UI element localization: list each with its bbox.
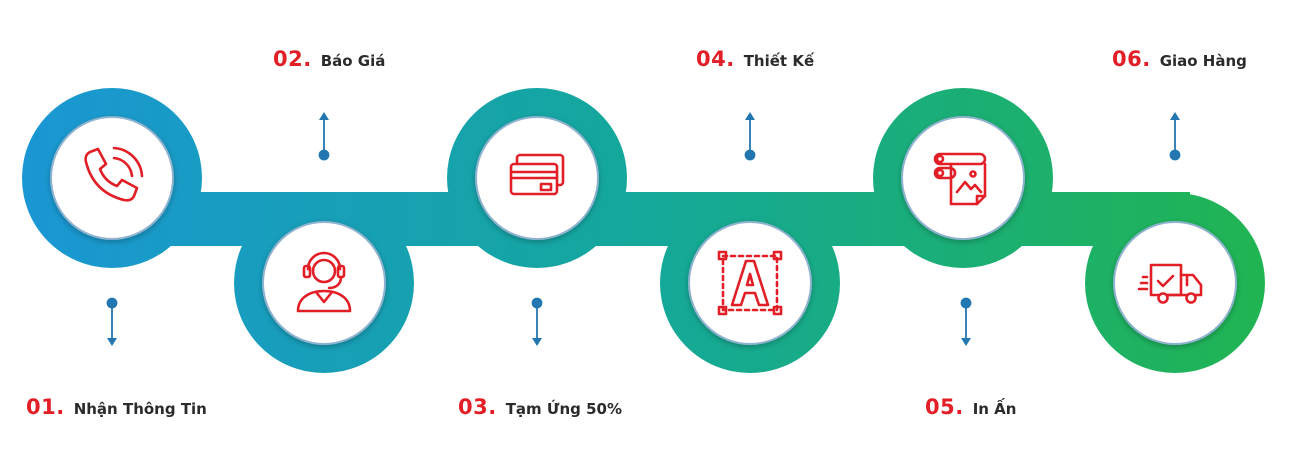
step-number: 03. [458, 395, 497, 419]
step-title: Báo Giá [320, 52, 386, 70]
credit-card-icon [509, 153, 565, 196]
inner-circle-4 [688, 221, 812, 345]
delivery-truck-icon [1137, 263, 1203, 304]
step-label-5: 05. In Ấn [925, 395, 1016, 419]
step-title: Giao Hàng [1159, 52, 1247, 70]
step-number: 02. [273, 47, 312, 71]
step-number: 04. [696, 47, 735, 71]
arrow-up-4 [744, 112, 756, 161]
step-label-1: 01. Nhận Thông Tin [26, 395, 207, 419]
printer-roll-icon [933, 152, 987, 206]
step-title: Thiết Kế [743, 52, 815, 70]
arrow-down-3 [531, 297, 543, 346]
step-title: Nhận Thông Tin [73, 400, 207, 418]
step-number: 01. [26, 395, 65, 419]
chain-band [22, 88, 1265, 373]
headset-agent-icon [296, 251, 352, 313]
arrow-up-2 [318, 112, 330, 161]
step-title: In Ấn [972, 400, 1017, 418]
step-label-6: 06. Giao Hàng [1112, 47, 1247, 71]
inner-circle-6 [1113, 221, 1237, 345]
step-number: 06. [1112, 47, 1151, 71]
step-label-4: 04. Thiết Kế [696, 47, 814, 71]
arrow-down-5 [960, 297, 972, 346]
step-title: Tạm Ứng 50% [505, 400, 622, 418]
inner-circle-5 [901, 116, 1025, 240]
step-label-3: 03. Tạm Ứng 50% [458, 395, 622, 419]
arrow-up-6 [1169, 112, 1181, 161]
phone-icon [84, 146, 144, 202]
step-number: 05. [925, 395, 964, 419]
step-label-2: 02. Báo Giá [273, 47, 385, 71]
inner-circle-1 [50, 116, 174, 240]
design-letter-a-icon [717, 250, 783, 316]
arrow-down-1 [106, 297, 118, 346]
